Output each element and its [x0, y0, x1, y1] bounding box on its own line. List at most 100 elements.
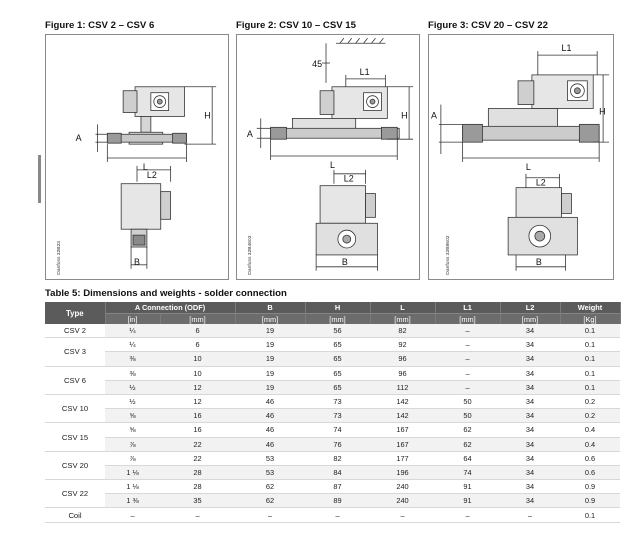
table-cell: 6	[160, 337, 235, 353]
unit-header: [Kg]	[560, 313, 621, 324]
table-cell: 92	[370, 337, 435, 353]
table-cell: –	[305, 507, 370, 523]
figure-2-svg: 45 L1 H A L L2 B Danfoss 32B4603	[247, 38, 414, 275]
table-cell: 62	[435, 437, 500, 452]
type-cell: CSV 2	[45, 324, 105, 339]
table-cell: 0.4	[560, 437, 620, 452]
table-cell: ⅞	[105, 451, 160, 466]
table-cell: 34	[500, 324, 560, 339]
header-a-connection: A Connection (ODF)	[105, 302, 236, 314]
table-cell: 34	[500, 380, 560, 395]
table-cell: 167	[370, 437, 435, 452]
table-cell: 35	[160, 493, 235, 509]
table-cell: –	[370, 507, 435, 523]
table-cell: 46	[235, 437, 305, 452]
table-cell: 0.1	[560, 507, 620, 523]
table-cell: 76	[305, 437, 370, 452]
fig3-label-B: B	[536, 257, 542, 267]
fig3-label-H: H	[599, 106, 605, 116]
table-cell: 53	[235, 451, 305, 466]
figure-1-svg: H A L L2 B Danfoss 32B23	[56, 86, 217, 275]
table-cell: 89	[305, 493, 370, 509]
fig3-code: Danfoss 32B8602	[445, 235, 451, 275]
header-l: L	[370, 302, 436, 314]
table-cell: ¼	[105, 324, 160, 339]
figure-3-svg: L1 H A L L2 B Danfoss 32B8602	[431, 43, 610, 275]
fig3-label-L: L	[526, 162, 531, 172]
header-l2: L2	[500, 302, 561, 314]
table-cell: 91	[435, 493, 500, 509]
table-cell: 56	[305, 324, 370, 339]
table-cell: 50	[435, 408, 500, 424]
table-cell: ⅜	[105, 351, 160, 367]
table-cell: ¼	[105, 337, 160, 353]
fig2-label-A: A	[247, 129, 253, 139]
page-edge-marker	[38, 155, 41, 203]
table-cell: –	[435, 324, 500, 339]
table-cell: 142	[370, 408, 435, 424]
dimensions-table: Type A Connection (ODF) B H L L1 L2 Weig…	[45, 302, 621, 523]
table-cell: 62	[235, 479, 305, 495]
table-cell: 19	[235, 324, 305, 339]
type-cell: CSV 22	[45, 479, 105, 509]
table-cell: 34	[500, 351, 560, 367]
table-cell: 65	[305, 366, 370, 381]
fig3-label-L1: L1	[562, 43, 572, 53]
table-cell: 0.1	[560, 380, 620, 395]
table-cell: 19	[235, 337, 305, 353]
table-cell: 22	[160, 437, 235, 452]
table-cell: 34	[500, 479, 560, 495]
table-cell: 46	[235, 408, 305, 424]
table-cell: 0.6	[560, 451, 620, 466]
fig1-label-B: B	[134, 257, 140, 267]
type-cell: CSV 6	[45, 366, 105, 395]
table-cell: 64	[435, 451, 500, 466]
table-cell: 16	[160, 422, 235, 438]
table-cell: –	[435, 366, 500, 381]
table-cell: 91	[435, 479, 500, 495]
table-cell: 12	[160, 394, 235, 410]
fig3-label-L2: L2	[536, 178, 546, 188]
header-weight: Weight	[560, 302, 621, 314]
table-cell: 142	[370, 394, 435, 410]
table-cell: 16	[160, 408, 235, 424]
table-cell: 0.2	[560, 394, 620, 410]
table-cell: 82	[305, 451, 370, 466]
table-cell: 0.1	[560, 337, 620, 353]
table-cell: 34	[500, 422, 560, 438]
table-cell: 34	[500, 451, 560, 466]
table-cell: 87	[305, 479, 370, 495]
table-cell: 34	[500, 493, 560, 509]
figure-2-title: Figure 2: CSV 10 – CSV 15	[236, 20, 356, 31]
table-cell: 28	[160, 479, 235, 495]
table-cell: 240	[370, 493, 435, 509]
fig3-label-A: A	[431, 110, 437, 120]
header-type: Type	[45, 302, 106, 324]
fig2-label-B: B	[342, 257, 348, 267]
table-cell: 65	[305, 380, 370, 395]
fig2-label-L1: L1	[360, 67, 370, 77]
table-cell: 53	[235, 465, 305, 481]
table-cell: 1 ⅛	[105, 465, 160, 481]
table-cell: 65	[305, 351, 370, 367]
table-cell: 10	[160, 351, 235, 367]
table-cell: 34	[500, 408, 560, 424]
table-cell: 0.1	[560, 324, 620, 339]
table-cell: 0.9	[560, 493, 620, 509]
figure-3-title: Figure 3: CSV 20 – CSV 22	[428, 20, 548, 31]
type-cell: Coil	[45, 507, 105, 523]
type-cell: CSV 10	[45, 394, 105, 424]
unit-header: [in]	[105, 313, 161, 324]
table-cell: 19	[235, 366, 305, 381]
table-cell: ½	[105, 394, 160, 410]
table-cell: ⅝	[105, 408, 160, 424]
table-cell: –	[435, 337, 500, 353]
table-cell: 62	[435, 422, 500, 438]
table-cell: –	[105, 507, 160, 523]
